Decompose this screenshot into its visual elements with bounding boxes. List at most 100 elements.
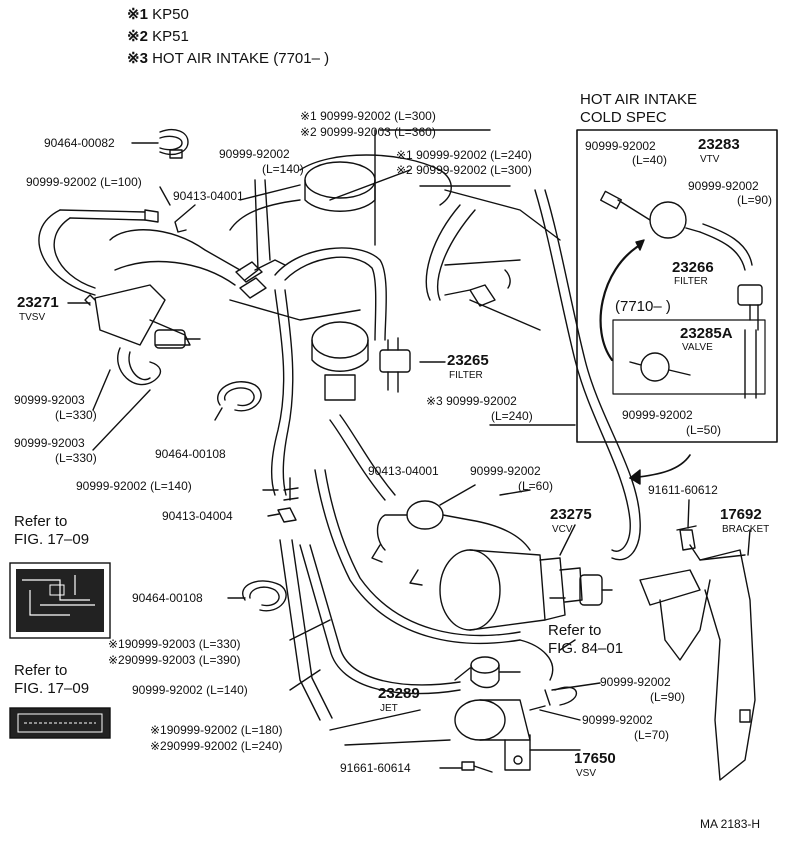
inset-title-line2: COLD SPEC xyxy=(580,109,667,126)
inset-sub-label: (7710– ) xyxy=(615,298,671,315)
valve-centre-body xyxy=(311,269,511,401)
filter-23265-body xyxy=(379,337,411,393)
part-label-hose-330-a-len: (L=330) xyxy=(55,408,97,422)
small-filter-lower xyxy=(371,500,531,586)
refer-to-label-right: Refer to xyxy=(548,622,602,639)
figure-code: MA 2183-H xyxy=(700,817,761,831)
inset-filter-number: 23266 xyxy=(672,259,714,276)
part-number-17692: 17692 xyxy=(720,506,762,523)
part-label-90413-04004: 90413-04004 xyxy=(162,509,233,523)
inset-hose-top: 90999-92002 xyxy=(585,139,656,153)
part-name-vsv: VSV xyxy=(576,768,597,779)
part-label-hose-330-b: 90999-92003 xyxy=(14,436,85,450)
inset-vtv-number: 23283 xyxy=(698,136,740,153)
part-label-91661-60614: 91661-60614 xyxy=(340,761,411,775)
inset-valve-number: 23285A xyxy=(680,325,733,342)
connector-90413-04004 xyxy=(277,477,299,523)
part-label-91611-60612: 91611-60612 xyxy=(648,483,718,497)
inset-filter-name: FILTER xyxy=(674,276,708,287)
part-label-hose-l70-len: (L=70) xyxy=(634,728,670,742)
inset-hose-bottom-len: (L=50) xyxy=(686,423,722,437)
part-label-mid-kp51: ※2 90999-92002 (L=300) xyxy=(396,163,532,177)
air-cleaner-body xyxy=(229,154,561,331)
part-label-90464-00108-upper: 90464-00108 xyxy=(155,447,226,461)
refer-to-label-top: Refer to xyxy=(14,513,68,530)
inset-sub-frame xyxy=(612,319,766,395)
part-label-hose-330-a: 90999-92003 xyxy=(14,393,85,407)
legend-mark-3: ※3 xyxy=(127,50,148,67)
part-label-hose-l140-mid: 90999-92002 (L=140) xyxy=(76,479,192,493)
part-label-hose-l90: 90999-92002 xyxy=(600,675,671,689)
legend-text-2: KP51 xyxy=(152,28,189,45)
part-label-hose-l140-lower: 90999-92002 (L=140) xyxy=(132,683,248,697)
inset-hose-right-len: (L=90) xyxy=(737,193,773,207)
inset-vtv-body xyxy=(600,190,753,271)
tvsv-assembly xyxy=(38,209,241,386)
part-label-hose-l100: 90999-92002 (L=100) xyxy=(26,175,142,189)
vsv-17650-body xyxy=(454,689,551,771)
part-name-bracket: BRACKET xyxy=(722,524,770,535)
part-label-90464-00108-lower: 90464-00108 xyxy=(132,591,203,605)
part-label-hose-240-hot-air-len: (L=240) xyxy=(491,409,533,423)
part-label-hose-l60: 90999-92002 xyxy=(470,464,541,478)
jet-23289-body xyxy=(470,656,521,689)
right-hoses xyxy=(519,189,641,706)
hose-clip-icon xyxy=(159,128,189,159)
part-name-jet: JET xyxy=(380,703,398,714)
centre-hoses xyxy=(235,129,476,341)
refer-fig-label-top: FIG. 17–09 xyxy=(14,531,90,548)
part-label-90413-04001-upper: 90413-04001 xyxy=(173,189,244,203)
part-number-23275: 23275 xyxy=(550,506,592,523)
part-number-17650: 17650 xyxy=(574,750,616,767)
inset-valve-body xyxy=(629,352,691,382)
left-long-hoses xyxy=(270,289,521,721)
refer-fig-label-bottom: FIG. 17–09 xyxy=(14,680,90,697)
part-label-hose-l140-upper: 90999-92002 xyxy=(219,147,290,161)
part-label-90464-00082: 90464-00082 xyxy=(44,136,115,150)
part-name-vcv: VCV xyxy=(552,524,573,535)
inset-vtv-name: VTV xyxy=(700,154,720,165)
part-label-hose-330-kp50: ※190999-92003 (L=330) xyxy=(108,637,241,651)
part-label-hose-l60-len: (L=60) xyxy=(518,479,554,493)
part-label-90413-04001-lower: 90413-04001 xyxy=(368,464,439,478)
legend-mark-1: ※1 xyxy=(127,6,148,23)
clip-90464-00108-lower xyxy=(242,580,287,612)
part-number-23271: 23271 xyxy=(17,294,59,311)
part-number-23289: 23289 xyxy=(378,685,420,702)
part-label-hose-330-b-len: (L=330) xyxy=(55,451,97,465)
part-label-top-kp50: ※1 90999-92002 (L=300) xyxy=(300,109,436,123)
refer-fig-label-right: FIG. 84–01 xyxy=(548,640,624,657)
part-label-mid-kp50: ※1 90999-92002 (L=240) xyxy=(396,148,532,162)
inset-hose-top-len: (L=40) xyxy=(632,153,668,167)
inset-valve-name: VALVE xyxy=(682,342,713,353)
bolt-91661-icon xyxy=(461,761,493,773)
part-label-hose-390-kp51: ※290999-92003 (L=390) xyxy=(108,653,241,667)
part-label-top-kp51: ※2 90999-92003 (L=360) xyxy=(300,125,436,139)
part-label-hose-l90-len: (L=90) xyxy=(650,690,686,704)
refer-thumbnail-top xyxy=(9,562,111,639)
inset-hose-bottom: 90999-92002 xyxy=(622,408,693,422)
inset-hose-right: 90999-92002 xyxy=(688,179,759,193)
part-name-filter: FILTER xyxy=(449,370,483,381)
clip-90464-00108-upper xyxy=(214,381,262,421)
part-label-hose-l70: 90999-92002 xyxy=(582,713,653,727)
inset-frame xyxy=(576,129,778,443)
bolt-91611-icon xyxy=(676,525,697,551)
bracket-17692 xyxy=(639,544,756,781)
part-label-hose-240-hot-air: ※3 90999-92002 xyxy=(426,394,517,408)
refer-to-label-bottom: Refer to xyxy=(14,662,68,679)
part-label-hose-l140-upper-len: (L=140) xyxy=(262,162,304,176)
legend-mark-2: ※2 xyxy=(127,28,148,45)
part-label-hose-180-kp50: ※190999-92002 (L=180) xyxy=(150,723,283,737)
refer-thumbnail-bottom xyxy=(9,707,111,739)
vcv-23275-body xyxy=(439,549,613,631)
inset-title-line1: HOT AIR INTAKE xyxy=(580,91,697,108)
part-label-hose-240-kp51: ※290999-92002 (L=240) xyxy=(150,739,283,753)
inset-filter-body xyxy=(737,284,763,399)
part-number-23265: 23265 xyxy=(447,352,489,369)
legend-text-1: KP50 xyxy=(152,6,189,23)
part-name-tvsv: TVSV xyxy=(19,312,46,323)
legend-item-3: ※3 HOT AIR INTAKE (7701– ) xyxy=(127,50,329,68)
